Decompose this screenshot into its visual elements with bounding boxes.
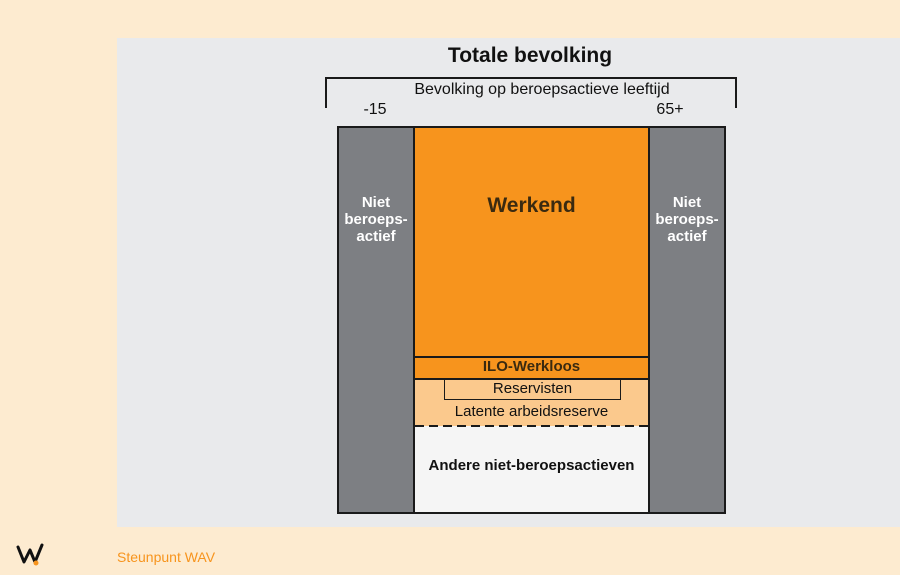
- left-inactive-column: Niet beroeps-actief: [337, 126, 415, 514]
- werkend-block: Werkend: [413, 126, 650, 358]
- latente-label: Latente arbeidsreserve: [454, 403, 609, 420]
- wav-logo-icon: [16, 543, 44, 566]
- andere-label: Andere niet-beroepsactieven: [428, 457, 635, 474]
- age-under-15-label: -15: [363, 101, 387, 118]
- ilo-werkloos-block: ILO-Werkloos: [413, 356, 650, 380]
- population-bracket: [325, 77, 737, 108]
- footer-source: Steunpunt WAV: [117, 549, 216, 565]
- diagram-title: Totale bevolking: [447, 44, 613, 67]
- right-inactive-column: Niet beroeps-actief: [648, 126, 726, 514]
- working-age-label: Bevolking op beroepsactieve leeftijd: [414, 81, 670, 98]
- werkend-label: Werkend: [487, 194, 576, 217]
- right-inactive-label: Niet beroeps-actief: [655, 194, 719, 245]
- reservisten-box: Reservisten: [444, 379, 621, 400]
- left-inactive-label: Niet beroeps-actief: [344, 194, 408, 245]
- dashed-divider: [415, 425, 648, 427]
- age-65-plus-label: 65+: [656, 101, 684, 118]
